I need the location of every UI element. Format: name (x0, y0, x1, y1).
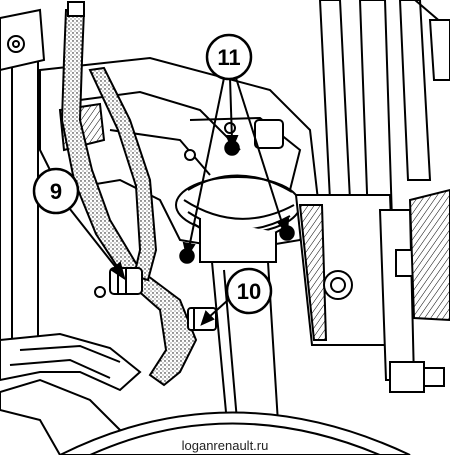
callout-11: 11 (205, 33, 253, 81)
callout-9: 9 (32, 167, 80, 215)
bracket-clip (187, 307, 217, 331)
leader-lines (65, 77, 290, 326)
suspension-bracket (294, 188, 450, 393)
callout-11-label: 11 (217, 45, 240, 70)
callout-10-label: 10 (237, 279, 261, 304)
sensor-wire (88, 66, 158, 282)
callout-9-label: 9 (50, 179, 62, 204)
cv-joint-boot (175, 174, 301, 263)
lower-pipes (0, 332, 142, 455)
callout-10: 10 (225, 267, 273, 315)
source-credit: loganrenault.ru (181, 438, 269, 453)
brake-disc (59, 411, 411, 455)
